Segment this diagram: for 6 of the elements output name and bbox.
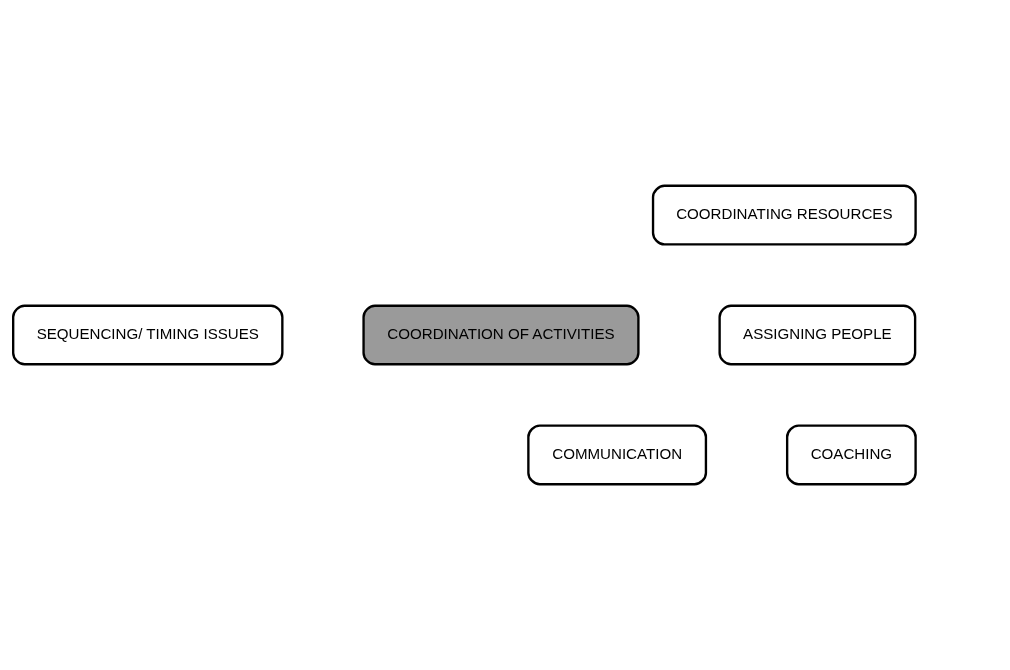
node-box: COACHING — [785, 424, 917, 486]
node-box: ASSIGNING PEOPLE — [718, 304, 917, 366]
node-box: COORDINATING RESOURCES — [651, 184, 917, 246]
node-box: COORDINATION OF ACTIVITIES — [362, 304, 640, 366]
node-box: SEQUENCING/ TIMING ISSUES — [12, 304, 284, 366]
node-box: COMMUNICATION — [527, 424, 708, 486]
